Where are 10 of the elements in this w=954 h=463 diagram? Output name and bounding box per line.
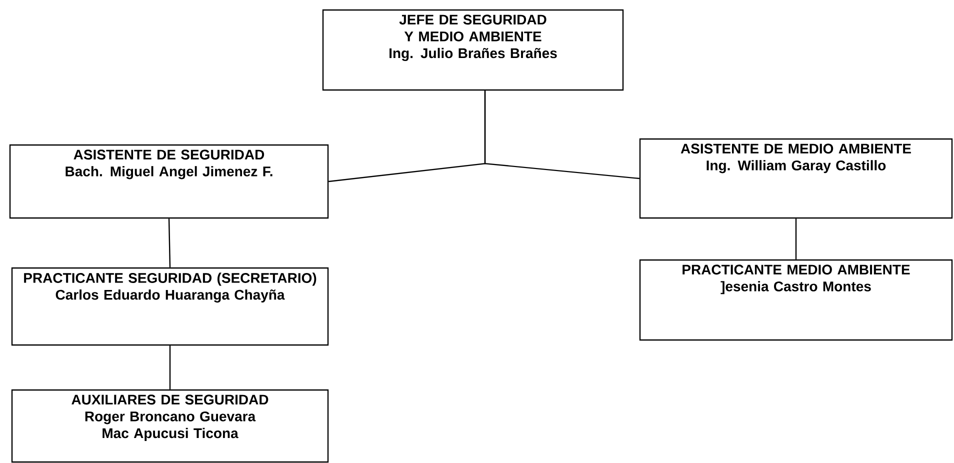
org-box: ASISTENTE DE SEGURIDAD Bach. Miguel Angel Jimenez F. <box>9 144 329 219</box>
org-box: ASISTENTE DE MEDIO AMBIENTE Ing. William Garay Castillo <box>639 138 953 219</box>
connector-line <box>484 90 640 180</box>
org-box: PRACTICANTE SEGURIDAD (SECRETARIO) Carlos Eduardo Huaranga Chayña <box>11 267 329 346</box>
connector-line <box>795 218 797 260</box>
connector-line <box>168 218 171 268</box>
connector-line <box>169 346 171 390</box>
org-box: PRACTICANTE MEDIO AMBIENTE ]esenia Castro Montes <box>639 259 953 341</box>
org-box: AUXILIARES DE SEGURIDAD Roger Broncano Guevara Mac Apucusi Ticona <box>11 389 329 463</box>
org-box: JEFE DE SEGURIDAD Y MEDIO AMBIENTE Ing. Julio Brañes Brañes <box>322 9 624 91</box>
